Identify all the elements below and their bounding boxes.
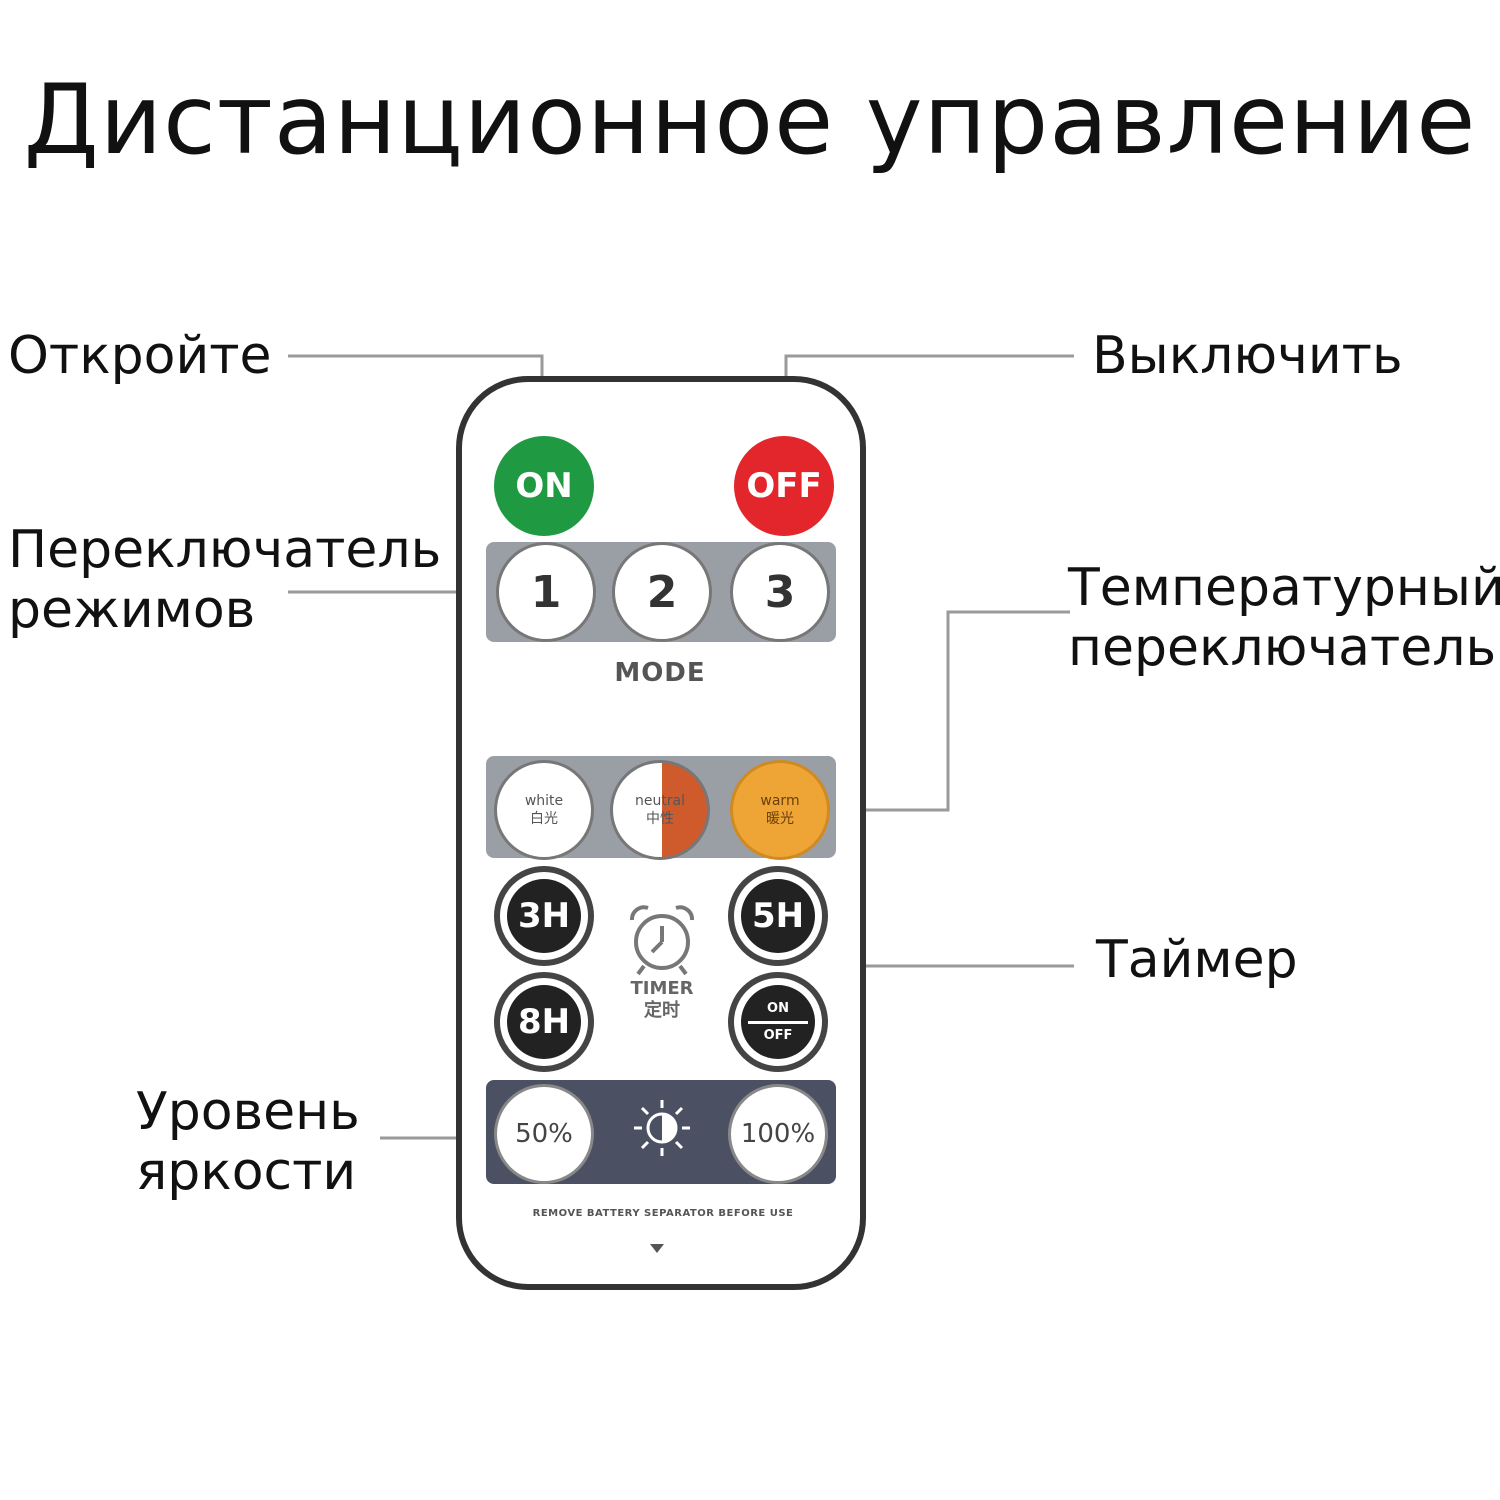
neutral-light-button[interactable]: neutral 中性: [610, 760, 710, 860]
label-timer: Таймер: [1096, 930, 1298, 990]
timer-label: TIMER 定时: [612, 978, 712, 1022]
neutral-light-label: neutral: [634, 793, 686, 809]
timer-on-off-button[interactable]: ON OFF: [728, 972, 828, 1072]
timer-3h-button[interactable]: 3H: [494, 866, 594, 966]
label-brightness-line1: Уровень: [136, 1082, 360, 1142]
label-brightness: Уровень яркости: [136, 1082, 360, 1202]
mode-label: MODE: [614, 658, 706, 688]
label-on: Откройте: [8, 326, 272, 386]
label-temp-line1: Температурный: [1068, 558, 1500, 618]
brightness-50-button[interactable]: 50%: [494, 1084, 594, 1184]
timer-label-cn: 定时: [644, 1000, 680, 1021]
timer-toggle-on-label: ON: [767, 1000, 789, 1016]
white-light-label: white: [524, 793, 564, 809]
timer-toggle-divider: [748, 1020, 808, 1024]
label-mode: Переключатель режимов: [8, 520, 441, 640]
timer-3h-label: 3H: [507, 879, 581, 953]
mode-button-1[interactable]: 1: [496, 542, 596, 642]
label-mode-line2: режимов: [8, 580, 256, 640]
label-off: Выключить: [1092, 326, 1403, 386]
alarm-clock-icon: [630, 905, 694, 976]
white-light-label-cn: 白光: [529, 811, 558, 827]
mode-button-2[interactable]: 2: [612, 542, 712, 642]
page-title: Дистанционное управление: [23, 64, 1477, 176]
label-brightness-line2: яркости: [136, 1142, 357, 1202]
timer-8h-button[interactable]: 8H: [494, 972, 594, 1072]
callout-line-temp: [834, 610, 1070, 812]
pull-tab-arrow-icon: [650, 1244, 664, 1253]
brightness-100-button[interactable]: 100%: [728, 1084, 828, 1184]
battery-notice: REMOVE BATTERY SEPARATOR BEFORE USE: [532, 1208, 794, 1219]
label-temp: Температурный переключатель: [1068, 558, 1500, 678]
warm-light-label: warm: [760, 793, 800, 809]
white-light-button[interactable]: white 白光: [494, 760, 594, 860]
mode-button-3[interactable]: 3: [730, 542, 830, 642]
timer-5h-button[interactable]: 5H: [728, 866, 828, 966]
brightness-icon: [634, 1100, 690, 1156]
timer-label-en: TIMER: [630, 978, 694, 999]
timer-8h-label: 8H: [507, 985, 581, 1059]
warm-light-button[interactable]: warm 暖光: [730, 760, 830, 860]
label-temp-line2: переключатель: [1068, 618, 1497, 678]
off-button[interactable]: OFF: [734, 436, 834, 536]
neutral-light-label-cn: 中性: [645, 811, 674, 827]
label-mode-line1: Переключатель: [8, 520, 442, 580]
timer-toggle-off-label: OFF: [763, 1027, 793, 1043]
timer-5h-label: 5H: [741, 879, 815, 953]
on-button[interactable]: ON: [494, 436, 594, 536]
warm-light-label-cn: 暖光: [766, 811, 794, 827]
